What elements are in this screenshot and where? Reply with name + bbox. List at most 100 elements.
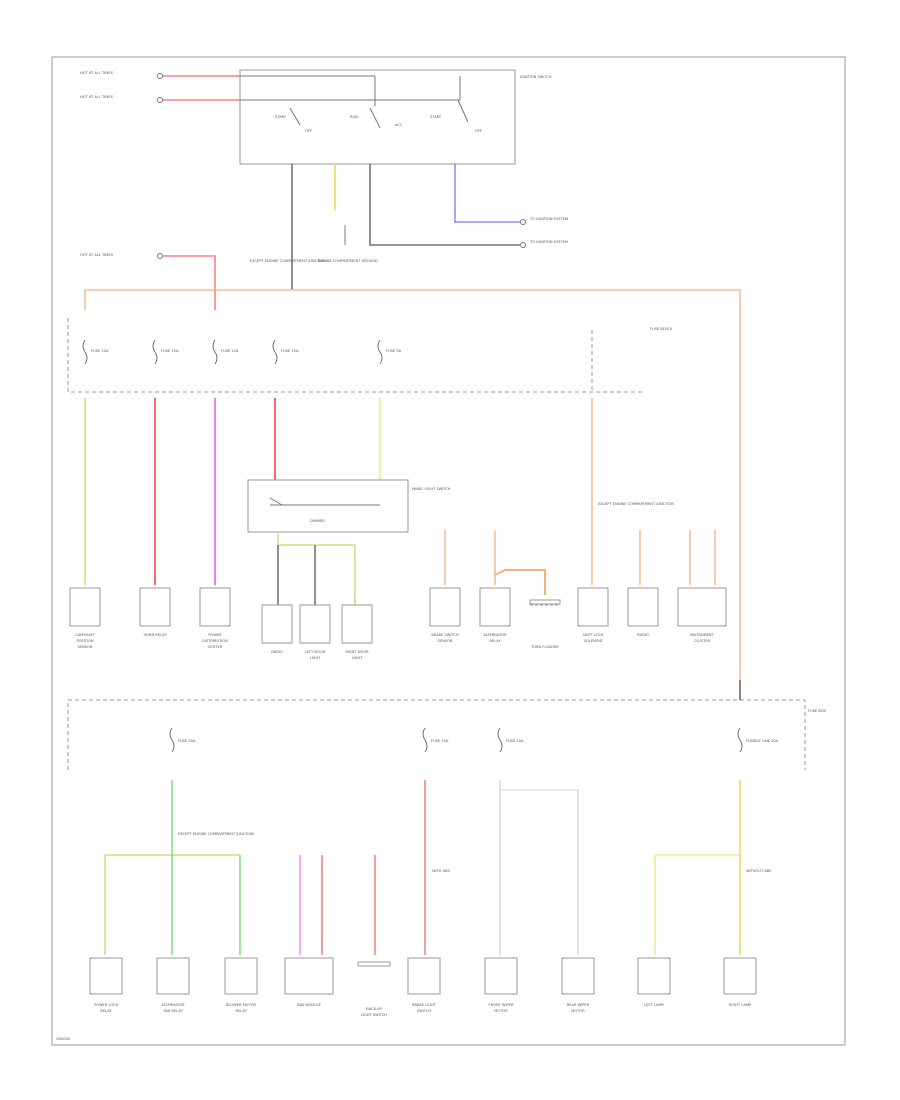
component-label: FAN RELAY: [163, 1009, 183, 1013]
component-box: [224, 957, 258, 995]
component-box: [284, 957, 334, 995]
fuse-bottom-4: FUSIBLE LINK 30A: [737, 727, 779, 753]
component-label: RELAY: [235, 1009, 247, 1013]
component-box: [139, 587, 171, 627]
component-label: BACK-UP: [366, 1007, 382, 1011]
component-box: [479, 587, 511, 627]
component-label: SWITCH: [417, 1009, 431, 1013]
to-ignition-label-1: TO IGNITION SYSTEM: [529, 217, 568, 221]
dimmer-label: DIMMER: [310, 519, 325, 523]
fuse-symbol: [152, 339, 158, 365]
component-bottom-3: BLOWER MOTOR RELAY: [224, 957, 258, 1013]
fuse-label: FUSE 15A: [281, 349, 299, 353]
component-label: SHIFT LOCK: [583, 633, 605, 637]
component-label: LIGHT: [352, 656, 364, 660]
component-label: LIGHT: [310, 656, 322, 660]
component-label: SENSOR: [438, 639, 453, 643]
fuse-box-bottom: FUSE BOX: [67, 680, 826, 770]
component-box: [341, 604, 373, 644]
component-box: [299, 604, 331, 644]
engine-ground-label: ENGINE COMPARTMENT GROUND: [318, 259, 378, 263]
fuse-label: FUSE 5A: [386, 349, 402, 353]
fuse-symbol: [377, 339, 383, 365]
with-abs-label: WITH ABS: [432, 869, 451, 873]
component-top-6: RIGHT DOOR LIGHT: [341, 604, 373, 660]
component-label: RELAY: [100, 1009, 112, 1013]
component-label: SOLENOID: [584, 639, 603, 643]
ignition-switch-contacts: [240, 75, 469, 129]
component-label: BRAKE SWITCH: [431, 633, 458, 637]
ignition-switch-box: [239, 69, 516, 165]
fuse-bottom-3: FUSE 10A: [497, 727, 524, 753]
right-top-feeds: EXCEPT ENGINE COMPARTMENT JUNCTION: [444, 502, 716, 606]
component-label: LEFT DOOR: [305, 650, 326, 654]
component-label: RIGHT DOOR: [345, 650, 369, 654]
component-label: RADIO: [271, 650, 283, 654]
fuse-top-2: FUSE 15A: [152, 339, 179, 365]
fuse-symbol: [422, 727, 428, 753]
fuse-top-3: FUSE 10A: [212, 339, 239, 365]
fuse-label: FUSIBLE LINK 30A: [746, 739, 779, 743]
ig-run-label: RUN: [350, 115, 358, 119]
fuse-label: FUSE 10A: [221, 349, 239, 353]
fuse-label: FUSE 15A: [161, 349, 179, 353]
component-box: [637, 957, 671, 995]
component-top-8: ALTERNATOR RELAY: [479, 587, 511, 643]
ig-off-label: OFF: [305, 129, 312, 133]
component-top-2: HORN RELAY: [139, 587, 171, 637]
component-box: [561, 957, 595, 995]
component-box: [484, 957, 518, 995]
component-label: SENSOR: [78, 645, 93, 649]
panel-light-switch: PANEL LIGHT SWITCH DIMMER: [247, 479, 451, 605]
component-label: REAR WIPER: [567, 1003, 590, 1007]
component-label: ABS MODULE: [297, 1003, 322, 1007]
splice-upper-label: EXCEPT ENGINE COMPARTMENT JUNCTION: [250, 259, 326, 263]
fuse-label: FUSE 10A: [506, 739, 524, 743]
component-label: RIGHT LAMP: [729, 1003, 752, 1007]
ignition-switch: IGNITION SWITCH START OFF RUN ACC START …: [239, 69, 552, 165]
component-box: [577, 587, 609, 627]
component-label: POSITION: [76, 639, 93, 643]
component-label: CAMSHAFT: [75, 633, 96, 637]
to-ignition-label-2: TO IGNITION SYSTEM: [529, 240, 568, 244]
component-label: ALTERNATOR: [483, 633, 507, 637]
component-box: [69, 587, 101, 627]
component-bottom-4: ABS MODULE: [284, 957, 334, 1007]
component-label: MOTOR: [571, 1009, 585, 1013]
fuse-block-top: FUSE BLOCK: [67, 318, 673, 393]
fuse-top-4: FUSE 15A: [272, 339, 299, 365]
component-box: [677, 587, 727, 627]
fuse-symbol: [82, 339, 88, 365]
component-top-1: CAMSHAFT POSITION SENSOR: [69, 587, 101, 649]
fuse-label: FUSE 20A: [178, 739, 196, 743]
component-label: RELAY: [489, 639, 501, 643]
component-box: [199, 587, 231, 627]
fuse-bottom-2: FUSE 15A: [422, 727, 449, 753]
component-label: ALTERNATOR: [161, 1003, 185, 1007]
component-box: [156, 957, 190, 995]
component-label: BLOWER MOTOR: [226, 1003, 257, 1007]
ig-start-label: START: [275, 115, 287, 119]
component-box: [529, 599, 561, 605]
ig-off-label-2: OFF: [475, 129, 482, 133]
fuse-symbol: [737, 727, 743, 753]
fuse-block-label: FUSE BLOCK: [650, 327, 673, 331]
fuses-bottom: FUSE 20A FUSE 15A FUSE 10A FUSIBLE LINK 30A: [169, 727, 779, 753]
component-box: [89, 957, 123, 995]
component-label: INSTRUMENT: [690, 633, 714, 637]
component-top-10: SHIFT LOCK SOLENOID: [577, 587, 609, 643]
component-label: BRAKE LIGHT: [412, 1003, 437, 1007]
fuse-symbol: [169, 727, 175, 753]
component-bottom-6: BRAKE LIGHT SWITCH: [407, 957, 441, 1013]
fuse-symbol: [212, 339, 218, 365]
component-label: MOTOR: [494, 1009, 508, 1013]
component-top-7: BRAKE SWITCH SENSOR: [429, 587, 461, 643]
component-box: [357, 961, 391, 967]
